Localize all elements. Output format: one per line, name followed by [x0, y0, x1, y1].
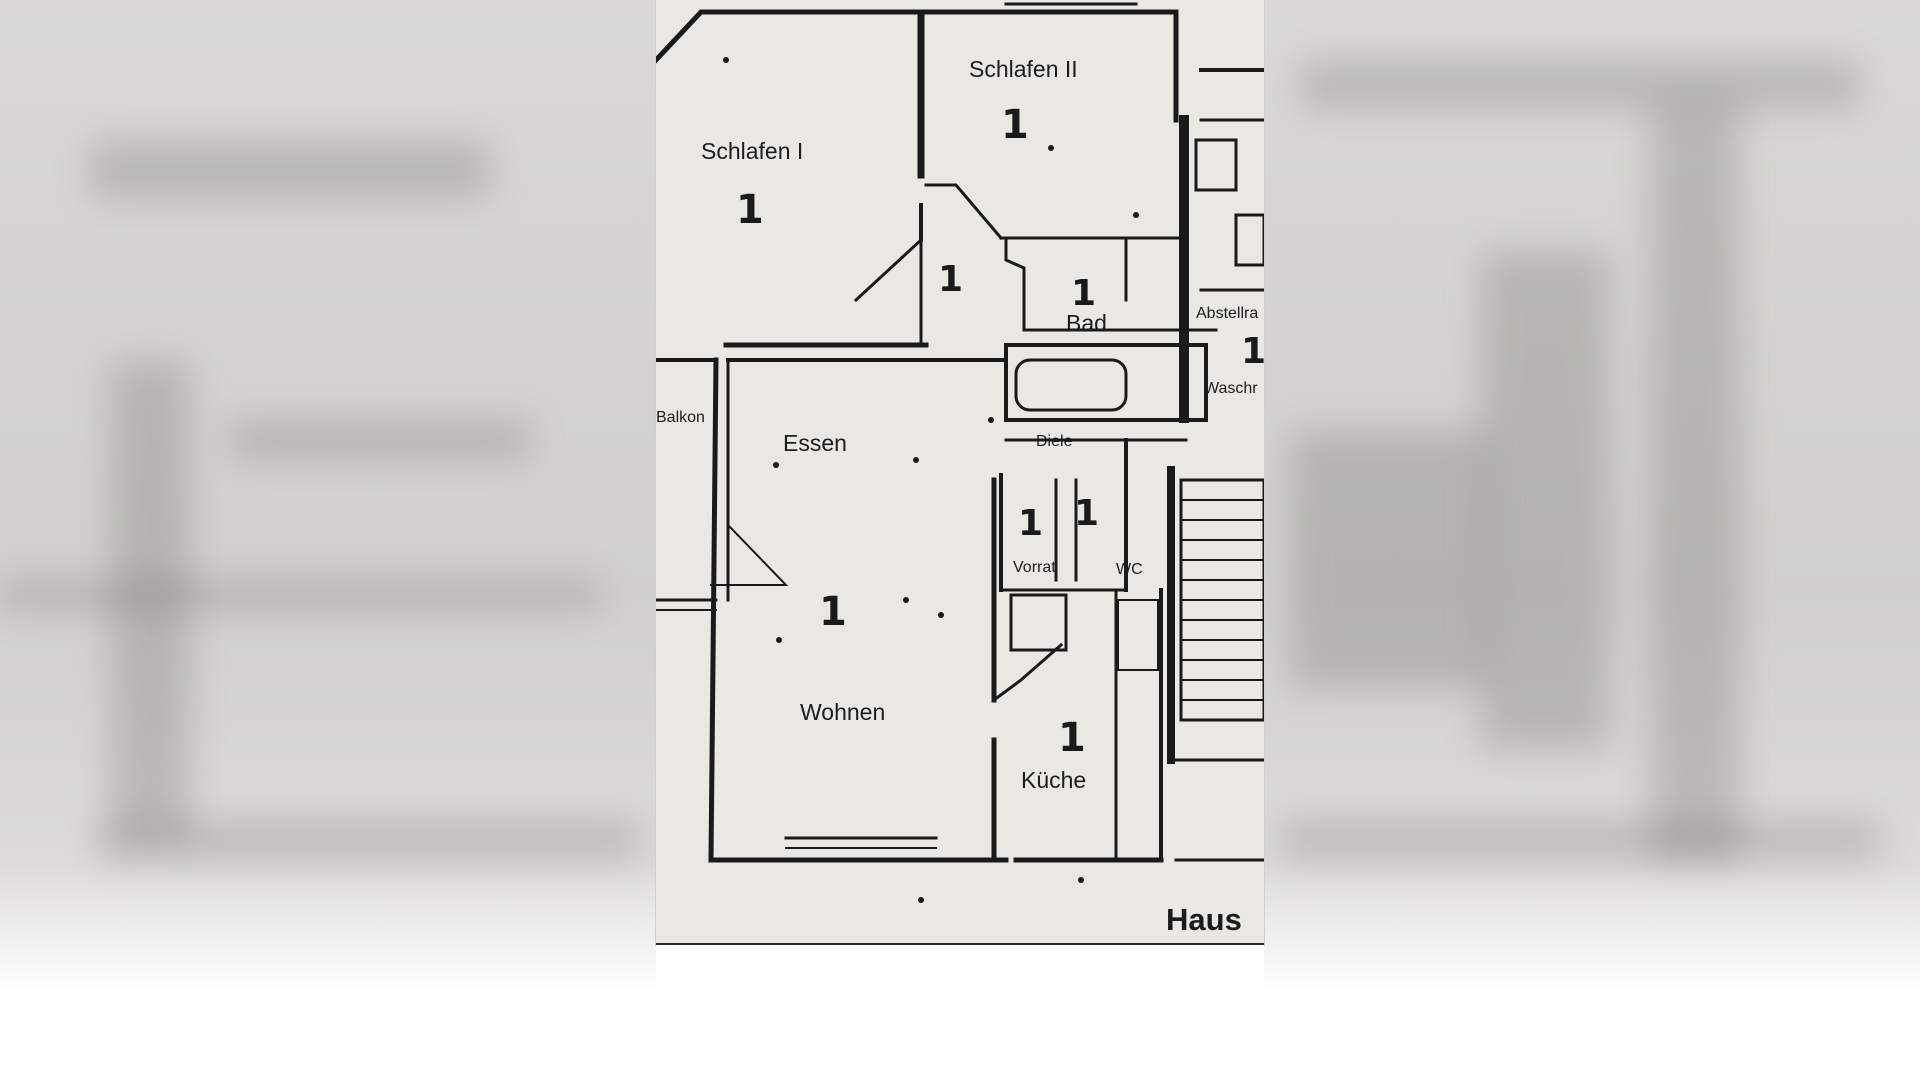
room-label-diele: Diele — [1036, 433, 1073, 450]
room-label-essen: Essen — [783, 430, 847, 456]
room-number-wc: 1 — [1074, 493, 1100, 534]
room-number-flur: 1 — [938, 259, 964, 300]
room-number-schlafen-2: 1 — [1001, 102, 1029, 148]
floor-plan-sheet: Schlafen I 1 Schlafen II 1 1 1 Bad Abste… — [656, 0, 1264, 945]
room-label-bad: Bad — [1066, 310, 1107, 336]
room-number-kueche: 1 — [1058, 715, 1086, 761]
room-label-vorrat: Vorrat — [1013, 559, 1056, 576]
room-label-schlafen-1: Schlafen I — [701, 138, 804, 164]
building-label: Haus — [1166, 902, 1242, 937]
room-label-abstellraum: Abstellra — [1196, 305, 1259, 322]
room-label-balkon: Balkon — [656, 409, 705, 426]
room-number-abstellraum: 1 — [1241, 331, 1264, 372]
room-label-wohnen: Wohnen — [800, 699, 886, 725]
sheet-bottom-margin — [656, 945, 1264, 1080]
room-label-wc: WC — [1116, 561, 1143, 578]
room-number-vorrat: 1 — [1018, 503, 1044, 544]
floor-plan-walls — [656, 2, 1264, 945]
room-label-waschraum: Waschr — [1204, 380, 1258, 397]
room-label-kueche: Küche — [1021, 767, 1087, 793]
room-number-bad: 1 — [1071, 273, 1097, 314]
room-label-schlafen-2: Schlafen II — [969, 56, 1078, 82]
room-number-schlafen-1: 1 — [736, 187, 764, 233]
room-number-wohnen: 1 — [819, 589, 847, 635]
